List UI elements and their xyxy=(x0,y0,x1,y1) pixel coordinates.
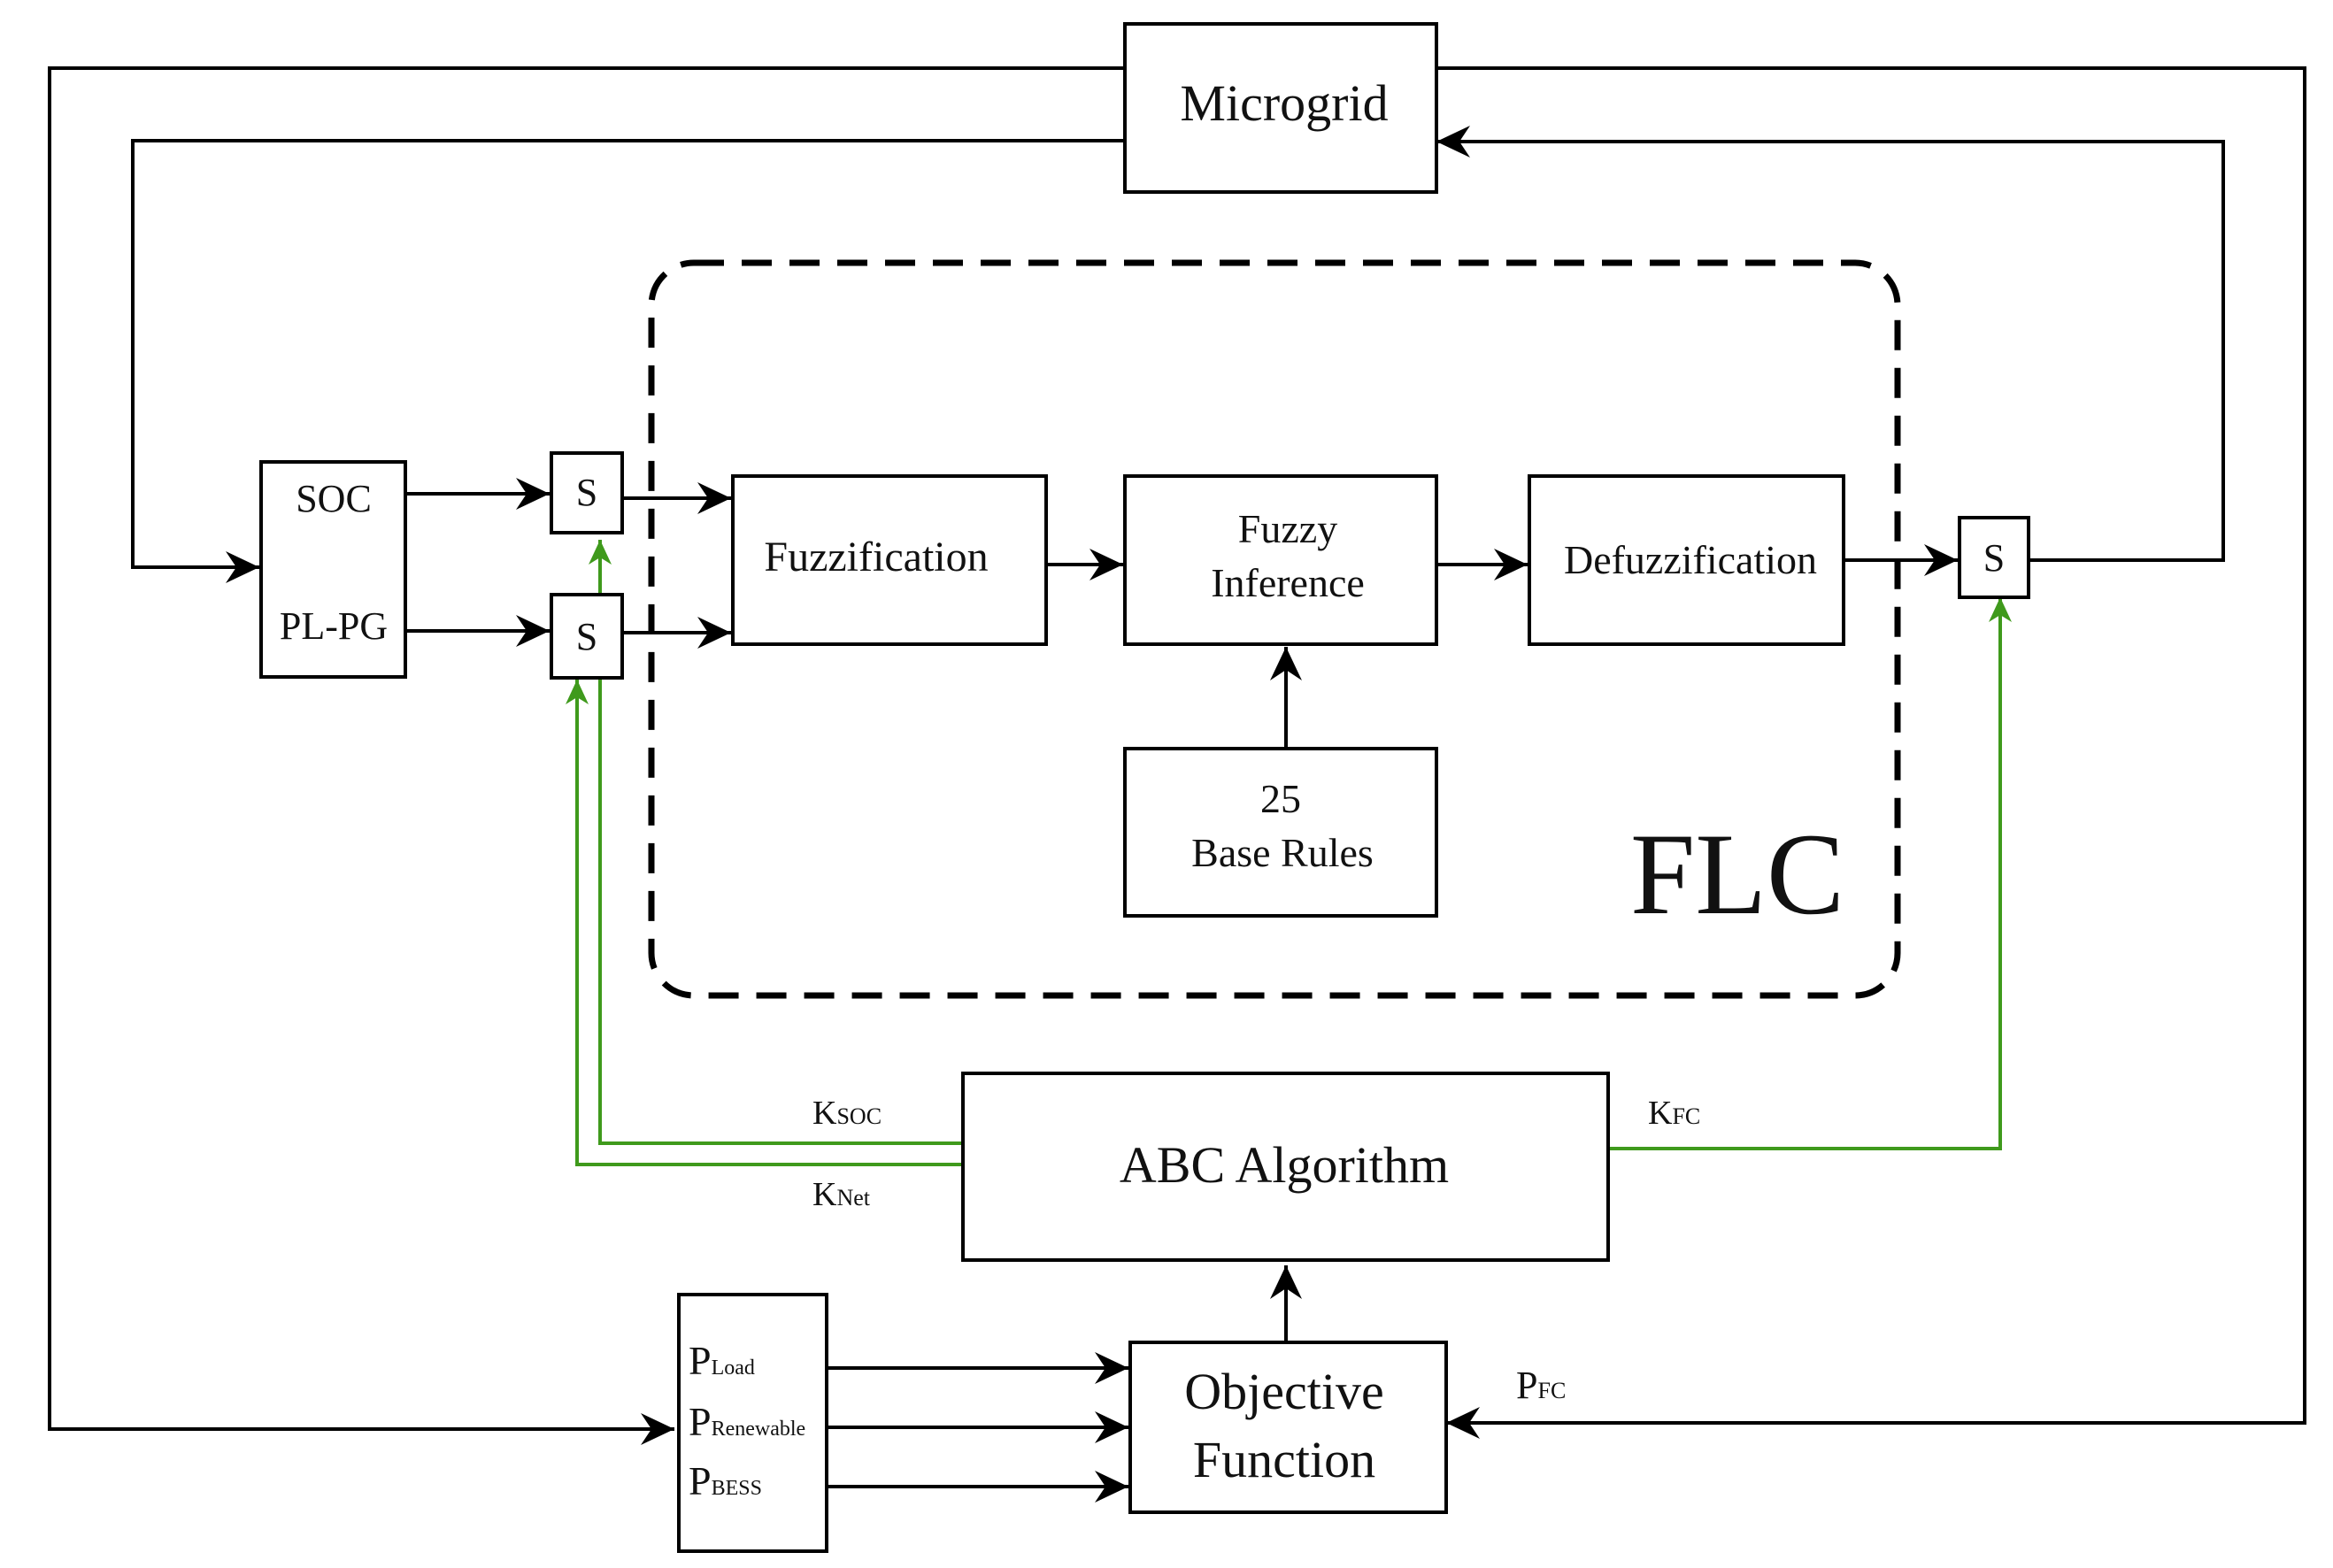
fuzzy-inference-label-1: Fuzzy xyxy=(1238,506,1337,551)
edge-kfc xyxy=(1610,597,2012,1150)
microgrid-label: Microgrid xyxy=(1180,74,1388,132)
base-rules-box xyxy=(1123,747,1438,918)
fuzzy-inference-box xyxy=(1123,474,1438,646)
p-bess-label: PBESS xyxy=(689,1458,762,1503)
edge-microgrid-to-soc-block xyxy=(131,139,1123,583)
s-net-box xyxy=(550,593,624,680)
microgrid-box xyxy=(1123,22,1438,194)
s-net-label: S xyxy=(576,615,597,658)
edge-ksoc xyxy=(589,540,961,1145)
fuzzification-label: Fuzzification xyxy=(764,534,988,580)
flc-boundary xyxy=(648,259,1901,999)
fuzzy-inference-label-2: Inference xyxy=(1211,560,1365,605)
soc-plpg-box xyxy=(259,460,407,679)
plpg-label: PL-PG xyxy=(280,604,388,648)
s-soc-label: S xyxy=(576,471,597,514)
p-fc-label: PFC xyxy=(1516,1364,1566,1407)
abc-algorithm-label: ABC Algorithm xyxy=(1120,1136,1449,1194)
objective-function-label-1: Objective xyxy=(1184,1363,1383,1420)
p-renewable-label: PRenewable xyxy=(689,1399,805,1444)
objective-function-label-2: Function xyxy=(1193,1431,1375,1488)
p-load-label: PLoad xyxy=(689,1338,755,1383)
k-soc-label: KSOC xyxy=(812,1095,882,1132)
objective-function-box xyxy=(1128,1341,1448,1514)
defuzzification-box xyxy=(1528,474,1845,646)
defuzzification-label: Defuzzification xyxy=(1564,537,1817,582)
s-out-box xyxy=(1958,516,2030,599)
edge-microgrid-to-inputs xyxy=(48,66,1123,1445)
base-rules-label-2: Base Rules xyxy=(1191,830,1374,875)
s-soc-box xyxy=(550,451,624,534)
flc-label: FLC xyxy=(1630,809,1844,939)
base-rules-label-1: 25 xyxy=(1260,776,1301,821)
fuzzification-box xyxy=(731,474,1048,646)
s-out-label: S xyxy=(1983,536,2005,580)
edge-s-out-to-microgrid xyxy=(1436,126,2225,562)
abc-algorithm-box xyxy=(961,1072,1610,1262)
k-net-label: KNet xyxy=(812,1176,871,1213)
p-inputs-box xyxy=(677,1293,828,1553)
soc-label: SOC xyxy=(296,477,372,520)
k-fc-label: KFC xyxy=(1648,1095,1700,1132)
edge-microgrid-to-objective xyxy=(1435,66,2306,1439)
edge-knet xyxy=(566,680,961,1166)
